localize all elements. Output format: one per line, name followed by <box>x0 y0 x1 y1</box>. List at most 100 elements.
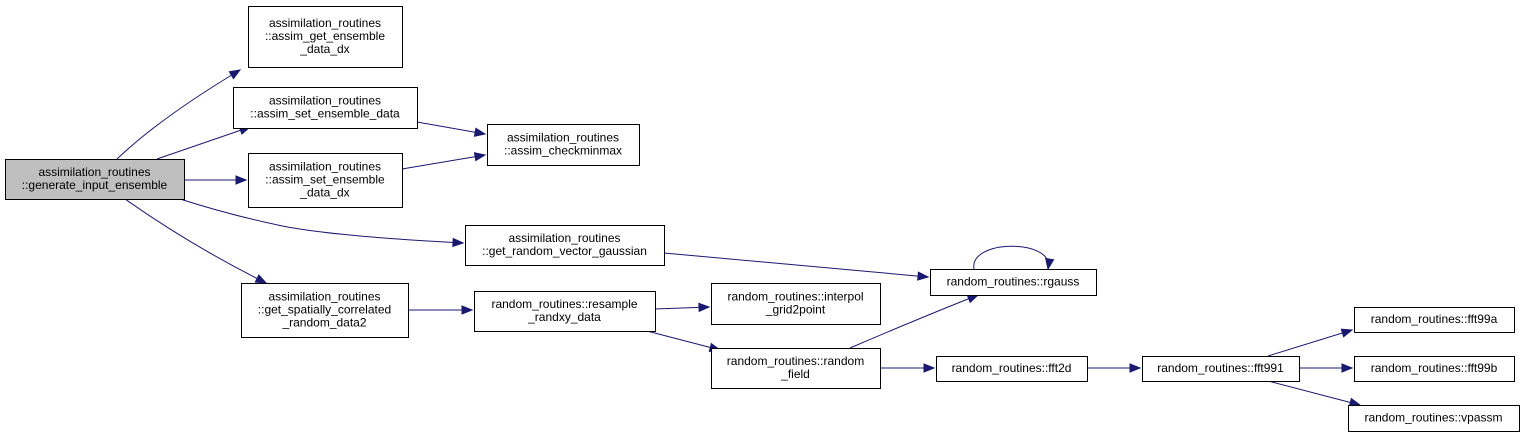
edge-fft991-to-vpassm <box>1267 380 1362 407</box>
node-random-field[interactable]: random_routines::random_field <box>711 348 881 389</box>
node-assim-set-ensemble-data-dx-label-line: assimilation_routines <box>269 160 381 174</box>
edge-rgauss-to-rgauss-line <box>973 245 1049 270</box>
edge-fft2d-to-fft991 <box>1087 363 1142 373</box>
node-random-field-box[interactable] <box>711 348 881 389</box>
node-assim-get-ensemble-data-dx-label-line: _data_dx <box>299 42 349 56</box>
node-fft991-box[interactable] <box>1142 356 1300 382</box>
edge-generate-input-ensemble-to-assim-set-ensemble-data-dx-arrowhead <box>235 175 248 185</box>
node-rgauss[interactable]: random_routines::rgauss <box>930 269 1097 296</box>
node-fft99a[interactable]: random_routines::fft99a <box>1354 307 1515 333</box>
node-get-spatially-correlated-random-data2[interactable]: assimilation_routines::get_spatially_cor… <box>241 283 409 338</box>
edge-assim-set-ensemble-data-to-assim-checkminmax-line <box>416 121 486 135</box>
node-assim-set-ensemble-data-dx[interactable]: assimilation_routines::assim_set_ensembl… <box>248 153 403 208</box>
node-resample-randxy-data-box[interactable] <box>474 291 656 332</box>
node-assim-checkminmax[interactable]: assimilation_routines::assim_checkminmax <box>487 124 640 166</box>
edge-get-spatially-correlated-random-data2-to-resample-randxy-data <box>408 305 474 315</box>
node-generate-input-ensemble-label-line: ::generate_input_ensemble <box>22 178 168 192</box>
node-vpassm-box[interactable] <box>1348 405 1520 432</box>
node-interpol-grid2point-label-line: random_routines::interpol <box>727 290 863 304</box>
node-resample-randxy-data-label-line: _randxy_data <box>527 310 601 324</box>
node-assim-set-ensemble-data-dx-box[interactable] <box>248 153 403 208</box>
edge-generate-input-ensemble-to-get-spatially-correlated-random-data2-arrowhead <box>254 274 268 284</box>
node-resample-randxy-data[interactable]: random_routines::resample_randxy_data <box>474 291 656 332</box>
node-assim-get-ensemble-data-dx-label-line: assimilation_routines <box>269 16 381 30</box>
node-interpol-grid2point-label-line: _grid2point <box>765 303 826 317</box>
edge-rgauss-to-rgauss-arrowhead <box>1045 257 1055 271</box>
edges-layer <box>116 69 1362 407</box>
edge-random-field-to-fft2d <box>880 363 936 373</box>
node-get-spatially-correlated-random-data2-label-line: _random_data2 <box>281 316 366 330</box>
node-interpol-grid2point[interactable]: random_routines::interpol_grid2point <box>711 283 881 325</box>
edge-assim-set-ensemble-data-dx-to-assim-checkminmax-arrowhead <box>473 152 487 162</box>
edge-resample-randxy-data-to-random-field <box>646 330 722 352</box>
node-assim-get-ensemble-data-dx[interactable]: assimilation_routines::assim_get_ensembl… <box>248 6 403 68</box>
edge-rgauss-to-rgauss <box>973 245 1055 271</box>
node-generate-input-ensemble-box[interactable] <box>5 159 185 200</box>
node-fft991-label-line: random_routines::fft991 <box>1157 361 1284 375</box>
edge-resample-randxy-data-to-interpol-grid2point-arrowhead <box>698 302 711 313</box>
node-fft99b[interactable]: random_routines::fft99b <box>1354 356 1515 382</box>
node-fft99b-label-line: random_routines::fft99b <box>1371 361 1498 375</box>
node-assim-set-ensemble-data-label-line: ::assim_set_ensemble_data <box>250 107 400 121</box>
node-vpassm-label-line: random_routines::vpassm <box>1364 411 1502 425</box>
edge-resample-randxy-data-to-random-field-line <box>646 330 721 351</box>
edge-generate-input-ensemble-to-get-random-vector-gaussian-arrowhead <box>452 237 465 248</box>
edge-resample-randxy-data-to-interpol-grid2point <box>654 302 711 313</box>
edge-generate-input-ensemble-to-get-random-vector-gaussian-line <box>179 198 464 244</box>
node-get-random-vector-gaussian-label-line: assimilation_routines <box>508 231 620 245</box>
node-assim-get-ensemble-data-dx-box[interactable] <box>248 6 403 68</box>
node-get-random-vector-gaussian-label-line: ::get_random_vector_gaussian <box>482 244 647 258</box>
edge-assim-set-ensemble-data-to-assim-checkminmax-arrowhead <box>473 127 487 137</box>
edge-fft991-to-fft99b <box>1299 363 1354 373</box>
node-assim-set-ensemble-data-box[interactable] <box>233 87 418 129</box>
node-rgauss-box[interactable] <box>930 269 1097 296</box>
node-vpassm[interactable]: random_routines::vpassm <box>1348 405 1520 432</box>
node-fft99a-box[interactable] <box>1354 307 1515 333</box>
edge-fft991-to-fft99b-arrowhead <box>1341 363 1354 373</box>
node-assim-set-ensemble-data-dx-label-line: ::assim_set_ensemble <box>265 173 385 187</box>
node-get-spatially-correlated-random-data2-label-line: assimilation_routines <box>268 290 380 304</box>
node-get-random-vector-gaussian-box[interactable] <box>465 225 665 266</box>
edge-generate-input-ensemble-to-assim-set-ensemble-data <box>156 125 252 160</box>
edge-generate-input-ensemble-to-assim-get-ensemble-data-dx-line <box>116 69 241 160</box>
node-fft99a-label-line: random_routines::fft99a <box>1371 312 1498 326</box>
node-generate-input-ensemble-label-line: assimilation_routines <box>38 165 150 179</box>
node-fft991[interactable]: random_routines::fft991 <box>1142 356 1300 382</box>
edge-assim-set-ensemble-data-to-assim-checkminmax <box>416 121 487 137</box>
node-assim-set-ensemble-data[interactable]: assimilation_routines::assim_set_ensembl… <box>233 87 418 129</box>
node-assim-checkminmax-label-line: assimilation_routines <box>507 131 619 145</box>
node-generate-input-ensemble[interactable]: assimilation_routines::generate_input_en… <box>5 159 185 200</box>
node-get-spatially-correlated-random-data2-label-line: ::get_spatially_correlated <box>258 303 391 317</box>
edge-generate-input-ensemble-to-get-random-vector-gaussian <box>179 198 465 248</box>
node-get-spatially-correlated-random-data2-box[interactable] <box>241 283 409 338</box>
node-get-random-vector-gaussian[interactable]: assimilation_routines::get_random_vector… <box>465 225 665 266</box>
edge-fft991-to-fft99a-line <box>1267 329 1353 357</box>
edge-random-field-to-rgauss-line <box>849 294 979 349</box>
edge-random-field-to-fft2d-arrowhead <box>923 363 936 373</box>
node-assim-checkminmax-box[interactable] <box>487 124 640 166</box>
node-interpol-grid2point-box[interactable] <box>711 283 881 325</box>
edge-get-spatially-correlated-random-data2-to-resample-randxy-data-arrowhead <box>461 305 474 315</box>
edge-get-random-vector-gaussian-to-rgauss-arrowhead <box>917 271 930 281</box>
edge-get-random-vector-gaussian-to-rgauss <box>663 252 930 281</box>
nodes-layer: assimilation_routines::generate_input_en… <box>5 6 1520 432</box>
node-fft2d-box[interactable] <box>936 356 1088 382</box>
node-assim-checkminmax-label-line: ::assim_checkminmax <box>504 144 622 158</box>
edge-fft991-to-vpassm-line <box>1267 380 1361 406</box>
edge-random-field-to-rgauss-arrowhead <box>966 294 980 304</box>
edge-generate-input-ensemble-to-assim-get-ensemble-data-dx-arrowhead <box>228 69 242 80</box>
node-assim-set-ensemble-data-label-line: assimilation_routines <box>269 94 381 108</box>
edge-generate-input-ensemble-to-get-spatially-correlated-random-data2-line <box>124 198 267 284</box>
node-fft99b-box[interactable] <box>1354 356 1515 382</box>
node-resample-randxy-data-label-line: random_routines::resample <box>491 297 637 311</box>
edge-generate-input-ensemble-to-get-spatially-correlated-random-data2 <box>124 198 268 284</box>
edge-generate-input-ensemble-to-assim-get-ensemble-data-dx <box>116 69 242 160</box>
edge-generate-input-ensemble-to-assim-set-ensemble-data-dx <box>184 175 248 185</box>
node-fft2d[interactable]: random_routines::fft2d <box>936 356 1088 382</box>
edge-fft2d-to-fft991-arrowhead <box>1129 363 1142 373</box>
node-rgauss-label-line: random_routines::rgauss <box>947 275 1080 289</box>
edge-fft991-to-fft99a <box>1267 328 1354 357</box>
edge-assim-set-ensemble-data-dx-to-assim-checkminmax-line <box>401 154 486 170</box>
